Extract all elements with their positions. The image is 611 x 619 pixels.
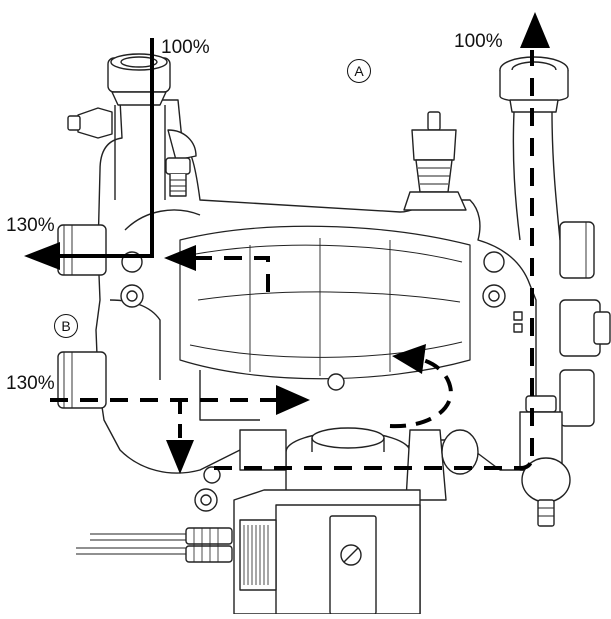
arrowhead-up [520,12,550,48]
top-left-valve [67,53,197,200]
flow-dashed-loop [389,356,453,429]
label-left-upper-percent: 130% [6,215,55,236]
marker-a: A [347,59,371,83]
arrowhead-loop [392,344,426,374]
label-top-left-percent: 100% [161,37,210,58]
flow-dashed-bracket [188,256,270,292]
arrowhead-lower-right [276,385,310,415]
cables [76,527,233,563]
device-illustration [57,53,611,615]
flow-dashed-bottom [214,455,534,470]
flow-arrows [24,12,550,474]
arrowhead-down [166,440,194,474]
manifold-body [95,99,549,474]
arrowhead-bracket [164,245,196,271]
screws [120,251,523,512]
left-flanges [57,224,107,409]
label-top-right-percent: 100% [454,31,503,52]
marker-b: B [54,314,78,338]
label-left-lower-percent: 130% [6,373,55,394]
flow-solid-left [44,38,154,258]
arrowhead-left-upper [24,242,60,270]
right-flanges [559,221,611,427]
air-vent [403,111,467,211]
motor-housing [233,489,421,615]
bottom-right-outlet [519,395,571,527]
